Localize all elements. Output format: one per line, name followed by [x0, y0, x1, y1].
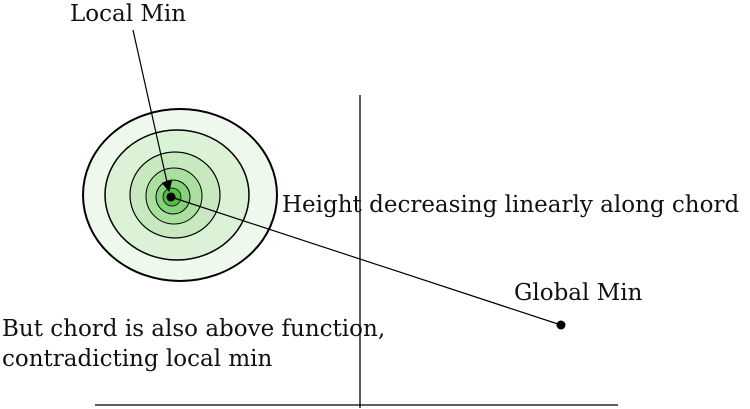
global-min-point	[556, 320, 566, 330]
local-min-arrow	[132, 29, 173, 193]
contour-rings	[82, 108, 278, 282]
local-min-label: Local Min	[70, 1, 186, 27]
contradiction-line-2: contradicting local min	[2, 346, 273, 372]
contradiction-line-1: But chord is also above function,	[2, 316, 385, 342]
chord-line	[170, 196, 562, 326]
global-min-label: Global Min	[514, 280, 643, 306]
local-min-point	[166, 192, 176, 202]
chord-note-label: Height decreasing linearly along chord	[282, 192, 739, 218]
